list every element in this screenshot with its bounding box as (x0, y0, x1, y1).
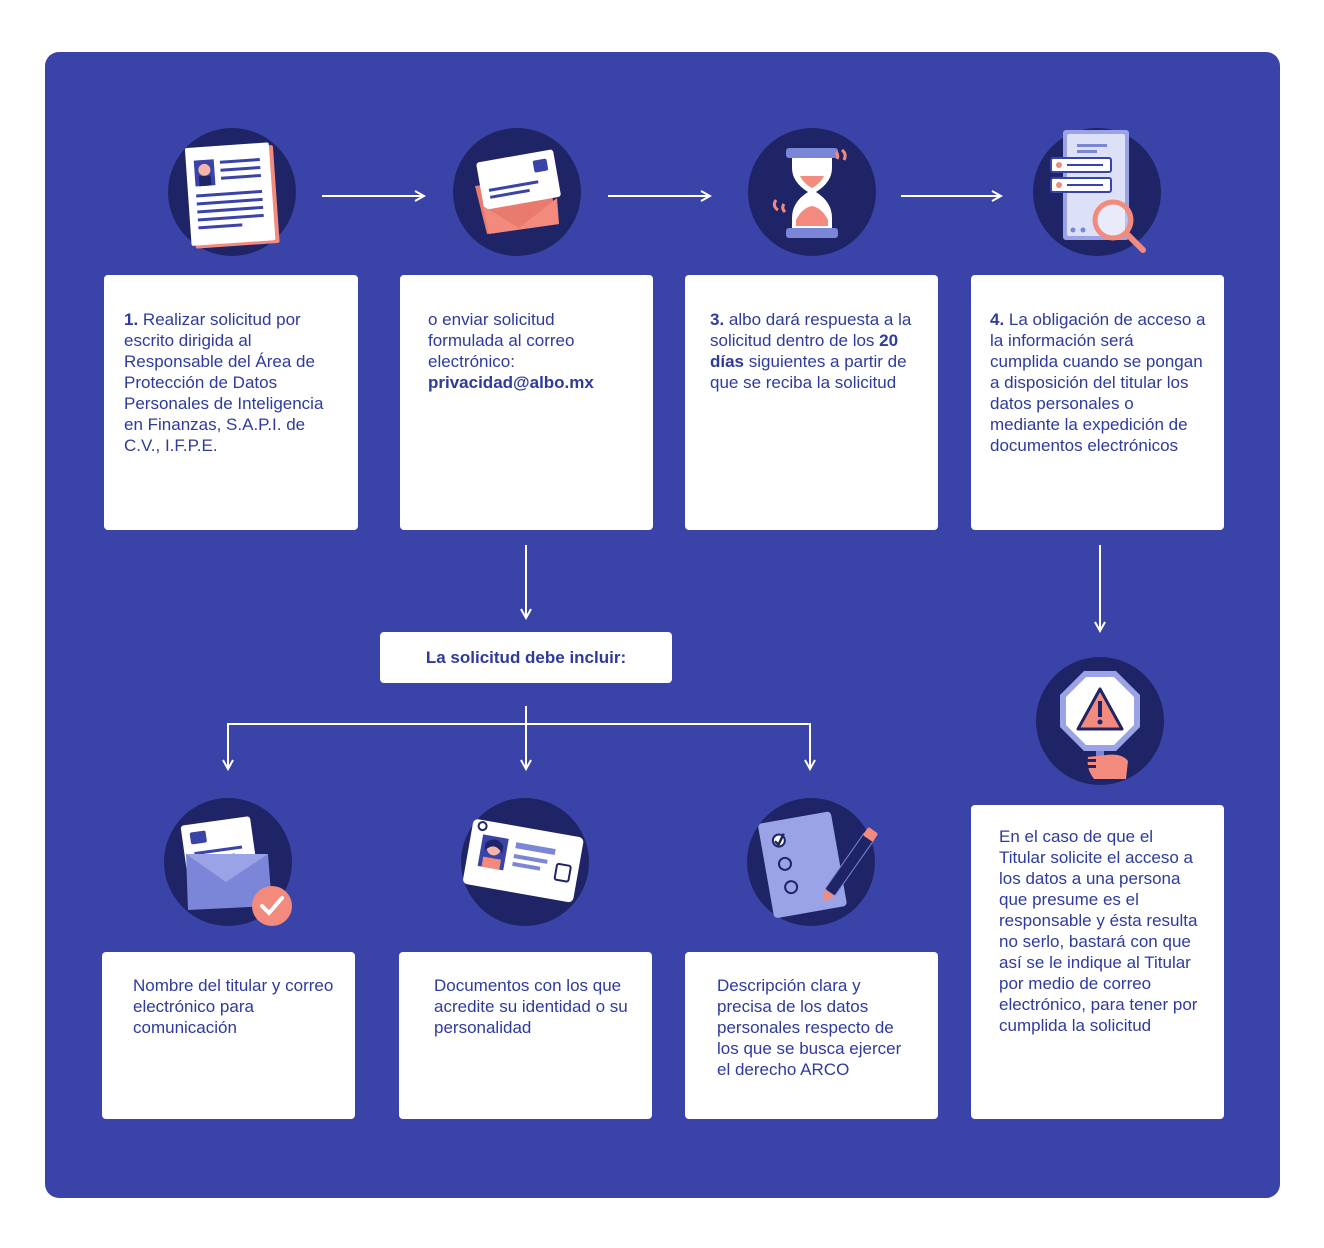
step-number: 1. (124, 310, 139, 329)
requirement-text: Nombre del titular y correo electrónico … (133, 976, 334, 1037)
includes-label: La solicitud debe incluir: (380, 632, 672, 683)
search-document-icon (1033, 128, 1161, 256)
requirement-card-3: Descripción clara y precisa de los datos… (685, 952, 938, 1119)
document-icon (168, 128, 296, 256)
envelope-icon (453, 128, 581, 256)
requirement-text: Documentos con los que acredite su ident… (434, 976, 628, 1037)
hourglass-icon (748, 128, 876, 256)
step-number: 4. (990, 310, 1005, 329)
step-card-3: 3. albo dará respuesta a la solicitud de… (685, 275, 938, 530)
deadline-days: 20 días (710, 331, 899, 371)
requirement-text: Descripción clara y precisa de los datos… (717, 976, 902, 1079)
step-text: La obligación de acceso a la información… (990, 310, 1206, 455)
step-card-1: 1. Realizar solicitud por escrito dirigi… (104, 275, 358, 530)
step-card-4: 4. La obligación de acceso a la informac… (971, 275, 1224, 530)
warning-sign-icon (1036, 657, 1164, 785)
step-text-end: siguientes a partir de que se reciba la … (710, 352, 907, 392)
requirement-card-1: Nombre del titular y correo electrónico … (102, 952, 355, 1119)
step-number: 3. (710, 310, 725, 329)
warning-card: En el caso de que el Titular solicite el… (971, 805, 1224, 1119)
requirement-card-2: Documentos con los que acredite su ident… (399, 952, 652, 1119)
step-card-2: o enviar solicitud formulada al correo e… (400, 275, 653, 530)
envelope-check-icon (164, 798, 292, 926)
id-card-icon (461, 798, 589, 926)
branch-lines (227, 723, 810, 769)
step-text: albo dará respuesta a la solicitud dentr… (710, 310, 912, 350)
step-text: Realizar solicitud por escrito dirigida … (124, 310, 324, 455)
checklist-pen-icon (747, 798, 878, 926)
email-link[interactable]: privacidad@albo.mx (428, 373, 594, 392)
warning-text: En el caso de que el Titular solicite el… (999, 827, 1198, 1035)
step-text: o enviar solicitud formulada al correo e… (428, 310, 575, 371)
